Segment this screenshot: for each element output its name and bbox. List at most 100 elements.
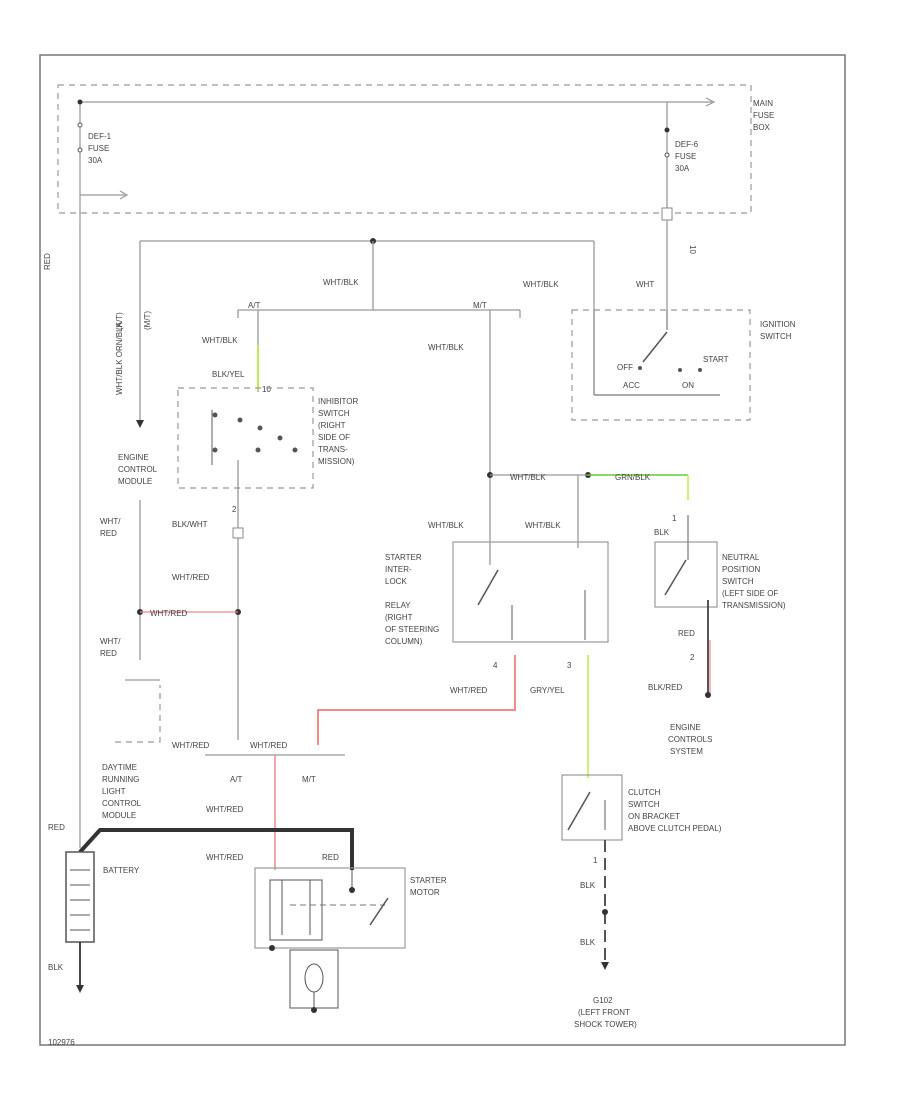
drl-label-1: DAYTIME — [102, 763, 137, 772]
wire-label-blk-batt: BLK — [48, 963, 64, 972]
wire-label-wht-red-ecm-1: WHT/ — [100, 517, 121, 526]
wire-label-blk-1: BLK — [580, 881, 596, 890]
pin-label-sw-top: 10 — [262, 385, 271, 394]
main-fuse-box-label-3: BOX — [753, 123, 771, 132]
pin-label-clutch-1: 1 — [593, 856, 598, 865]
label-at-mt-vertical-1: (A/T) — [115, 312, 124, 330]
relay-label-3: LOCK — [385, 577, 407, 586]
pin-label-relay-4: 4 — [493, 661, 498, 670]
inhibitor-switch: INHIBITOR SWITCH (RIGHT SIDE OF TRANS- M… — [177, 387, 359, 489]
wire-label-gry-yel: GRY/YEL — [530, 686, 565, 695]
wire-label-grn-blk: GRN/BLK — [615, 473, 651, 482]
wire-label-wht-blk-sw: WHT/BLK — [202, 336, 238, 345]
ignition-acc: ACC — [623, 381, 640, 390]
relay-label-6: OF STEERING — [385, 625, 439, 634]
ecm-label-3: MODULE — [118, 477, 152, 486]
wire-label-wht-red-5: WHT/RED — [206, 805, 244, 814]
ignition-off: OFF — [617, 363, 633, 372]
wire-label-red-left: RED — [43, 253, 52, 270]
drl-label-4: CONTROL — [102, 799, 142, 808]
fuse-2-label-2: FUSE — [675, 152, 696, 161]
relay-label-2: INTER- — [385, 565, 412, 574]
battery: RED BATTERY BLK — [48, 823, 354, 993]
pin-label-neutral-2: 2 — [690, 653, 695, 662]
pin-label-ign: 10 — [688, 245, 697, 254]
clutch-label-3: ON BRACKET — [628, 812, 680, 821]
neutral-label-5: TRANSMISSION) — [722, 601, 786, 610]
neutral-label-1: NEUTRAL — [722, 553, 760, 562]
main-fuse-box-label-1: MAIN — [753, 99, 773, 108]
ecs-label-1: ENGINE — [670, 723, 701, 732]
label-at-mt-vertical-2: (M/T) — [143, 311, 152, 330]
inhibitor-label-5: TRANS- — [318, 445, 348, 454]
wire-label-blk-wht: BLK/WHT — [172, 520, 208, 529]
wire-label-blk-relay: BLK — [654, 528, 670, 537]
wire-label-wht-red-ecm-2: RED — [100, 529, 117, 538]
fuse-1-label-1: DEF-1 — [88, 132, 112, 141]
ignition-switch: IGNITION SWITCH OFF START ACC ON — [571, 309, 796, 421]
wire-label-wht-red-relay: WHT/RED — [450, 686, 488, 695]
ignition-label-1: IGNITION — [760, 320, 796, 329]
label-at: A/T — [248, 301, 261, 310]
pin-label-sw-bottom: 2 — [232, 505, 237, 514]
engine-control-module: ENGINE CONTROL MODULE — [118, 453, 158, 486]
wire-label-red-starter: RED — [322, 853, 339, 862]
ground-label-2: (LEFT FRONT — [578, 1008, 630, 1017]
neutral-label-3: SWITCH — [722, 577, 754, 586]
wire-label-wht-red-4: WHT/RED — [250, 741, 288, 750]
fuse-1-label-3: 30A — [88, 156, 103, 165]
starter-label-1: STARTER — [410, 876, 447, 885]
fuse-1-label-2: FUSE — [88, 144, 109, 153]
relay-label-7: COLUMN) — [385, 637, 423, 646]
ecs-label-3: SYSTEM — [670, 747, 703, 756]
label-mt2: M/T — [302, 775, 316, 784]
wire-label-wht-red-horiz: WHT/RED — [150, 609, 188, 618]
fuse-2-label-3: 30A — [675, 164, 690, 173]
wire-label-wht-red-2b: RED — [100, 649, 117, 658]
page-id: 102976 — [48, 1038, 75, 1047]
inhibitor-label-4: SIDE OF — [318, 433, 350, 442]
wire-label-wht-blk-horiz: WHT/BLK — [510, 473, 546, 482]
ignition-start: START — [703, 355, 729, 364]
battery-label: BATTERY — [103, 866, 140, 875]
starter-motor: STARTER MOTOR RED — [254, 853, 447, 1013]
relay-label-4: RELAY — [385, 601, 411, 610]
diagram-border — [39, 54, 846, 1046]
clutch-label-1: CLUTCH — [628, 788, 661, 797]
relay-label-5: (RIGHT — [385, 613, 413, 622]
wire-label-wht-red-2a: WHT/ — [100, 637, 121, 646]
ecm-label-2: CONTROL — [118, 465, 158, 474]
ecm-label-1: ENGINE — [118, 453, 149, 462]
clutch-switch: CLUTCH SWITCH ON BRACKET ABOVE CLUTCH PE… — [561, 774, 722, 1029]
wire-label-blk-yel: BLK/YEL — [212, 370, 245, 379]
wire-label-wht-blk-right: WHT/BLK — [523, 280, 559, 289]
clutch-label-4: ABOVE CLUTCH PEDAL) — [628, 824, 722, 833]
drl-label-3: LIGHT — [102, 787, 126, 796]
ground-label-1: G102 — [593, 996, 613, 1005]
wire-label-wht-blk-relay-r: WHT/BLK — [525, 521, 561, 530]
wire-label-wht-red-3: WHT/RED — [172, 741, 210, 750]
drl-label-2: RUNNING — [102, 775, 139, 784]
starter-label-2: MOTOR — [410, 888, 440, 897]
pin-label-relay-3: 3 — [567, 661, 572, 670]
ground-label-3: SHOCK TOWER) — [574, 1020, 637, 1029]
wire-label-at-mt-wht-blk: WHT/BLK ORN/BLK — [115, 321, 124, 395]
drl-label-5: MODULE — [102, 811, 136, 820]
wire-label-blk-2: BLK — [580, 938, 596, 947]
wire-label-blk-red: BLK/RED — [648, 683, 682, 692]
neutral-position-switch: 1 BLK NEUTRAL POSITION SWITCH (LEFT SIDE… — [648, 514, 786, 756]
neutral-label-2: POSITION — [722, 565, 760, 574]
main-fuse-box-label-2: FUSE — [753, 111, 774, 120]
wire-label-red-neutral: RED — [678, 629, 695, 638]
wire-label-wht-top: WHT — [636, 280, 654, 289]
wire-label-wht-red-1: WHT/RED — [172, 573, 210, 582]
inhibitor-label-1: INHIBITOR — [318, 397, 359, 406]
neutral-label-4: (LEFT SIDE OF — [722, 589, 778, 598]
ignition-label-2: SWITCH — [760, 332, 792, 341]
inhibitor-label-3: (RIGHT — [318, 421, 346, 430]
wire-label-wht-blk-mid: WHT/BLK — [428, 343, 464, 352]
label-at2: A/T — [230, 775, 243, 784]
wire-label-wht-blk-top: WHT/BLK — [323, 278, 359, 287]
starter-interlock-relay: STARTER INTER- LOCK RELAY (RIGHT OF STEE… — [385, 475, 609, 646]
